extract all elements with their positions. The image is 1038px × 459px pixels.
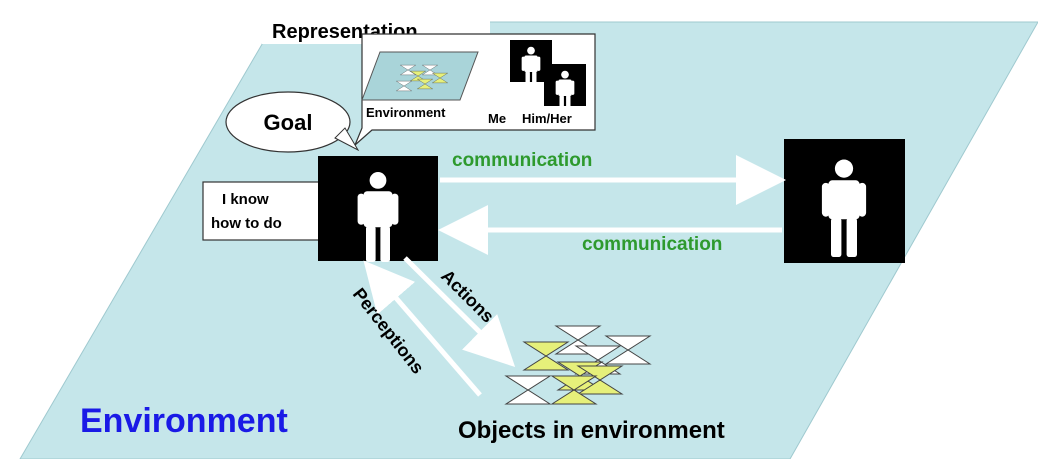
me-label: Me <box>488 111 506 126</box>
other-agent-figure <box>784 139 905 263</box>
mini-environment-label: Environment <box>366 105 446 120</box>
representation-callout: Representation Environment Me Him/Her <box>262 16 596 146</box>
agent-figure <box>318 156 438 262</box>
knowledge-line-2: how to do <box>211 215 282 232</box>
actions-arrow <box>403 256 516 368</box>
environment-label: Environment <box>80 402 288 440</box>
goal-bubble: Goal <box>225 91 360 153</box>
communication-bottom-label: communication <box>582 234 722 255</box>
knowledge-box: I know how to do <box>202 181 329 241</box>
mini-environment-tile <box>361 51 479 101</box>
goal-label: Goal <box>264 110 313 135</box>
perceptions-arrow <box>363 260 482 397</box>
communication-top-label: communication <box>452 150 592 171</box>
knowledge-line-1: I know <box>222 191 269 208</box>
him-her-label: Him/Her <box>522 111 572 126</box>
objects-label: Objects in environment <box>458 417 725 444</box>
